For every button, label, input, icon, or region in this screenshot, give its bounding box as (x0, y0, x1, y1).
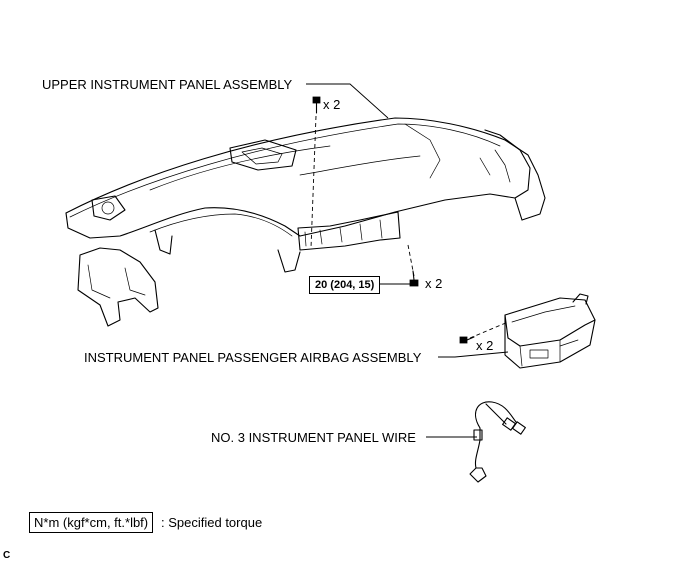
wire-label: NO. 3 INSTRUMENT PANEL WIRE (211, 430, 416, 445)
lower-bolt (409, 270, 419, 287)
airbag-bolt (459, 336, 475, 344)
wire-harness-drawing (469, 401, 526, 483)
airbag-leader (438, 351, 509, 358)
airbag-bolt-guide (469, 321, 509, 339)
torque-legend-box: N*m (kgf*cm, ft.*lbf) (29, 512, 154, 533)
airbag-bolt-quantity: x 2 (476, 338, 494, 353)
lower-bolt-quantity: x 2 (425, 276, 443, 291)
torque-value-box: 20 (204, 15) (309, 276, 381, 294)
top-bolt-guide (310, 115, 317, 249)
top-bolt-quantity: x 2 (323, 97, 341, 112)
top-bolt (312, 96, 321, 114)
upper-panel-leader (306, 83, 389, 119)
upper-instrument-panel-drawing (65, 117, 546, 327)
airbag-label: INSTRUMENT PANEL PASSENGER AIRBAG ASSEMB… (84, 350, 422, 365)
lower-bolt-guide (407, 244, 415, 277)
upper-panel-label: UPPER INSTRUMENT PANEL ASSEMBLY (42, 77, 293, 92)
torque-legend-description: : Specified torque (161, 515, 263, 530)
airbag-assembly-drawing (504, 293, 596, 369)
figure-code: C (3, 550, 11, 561)
